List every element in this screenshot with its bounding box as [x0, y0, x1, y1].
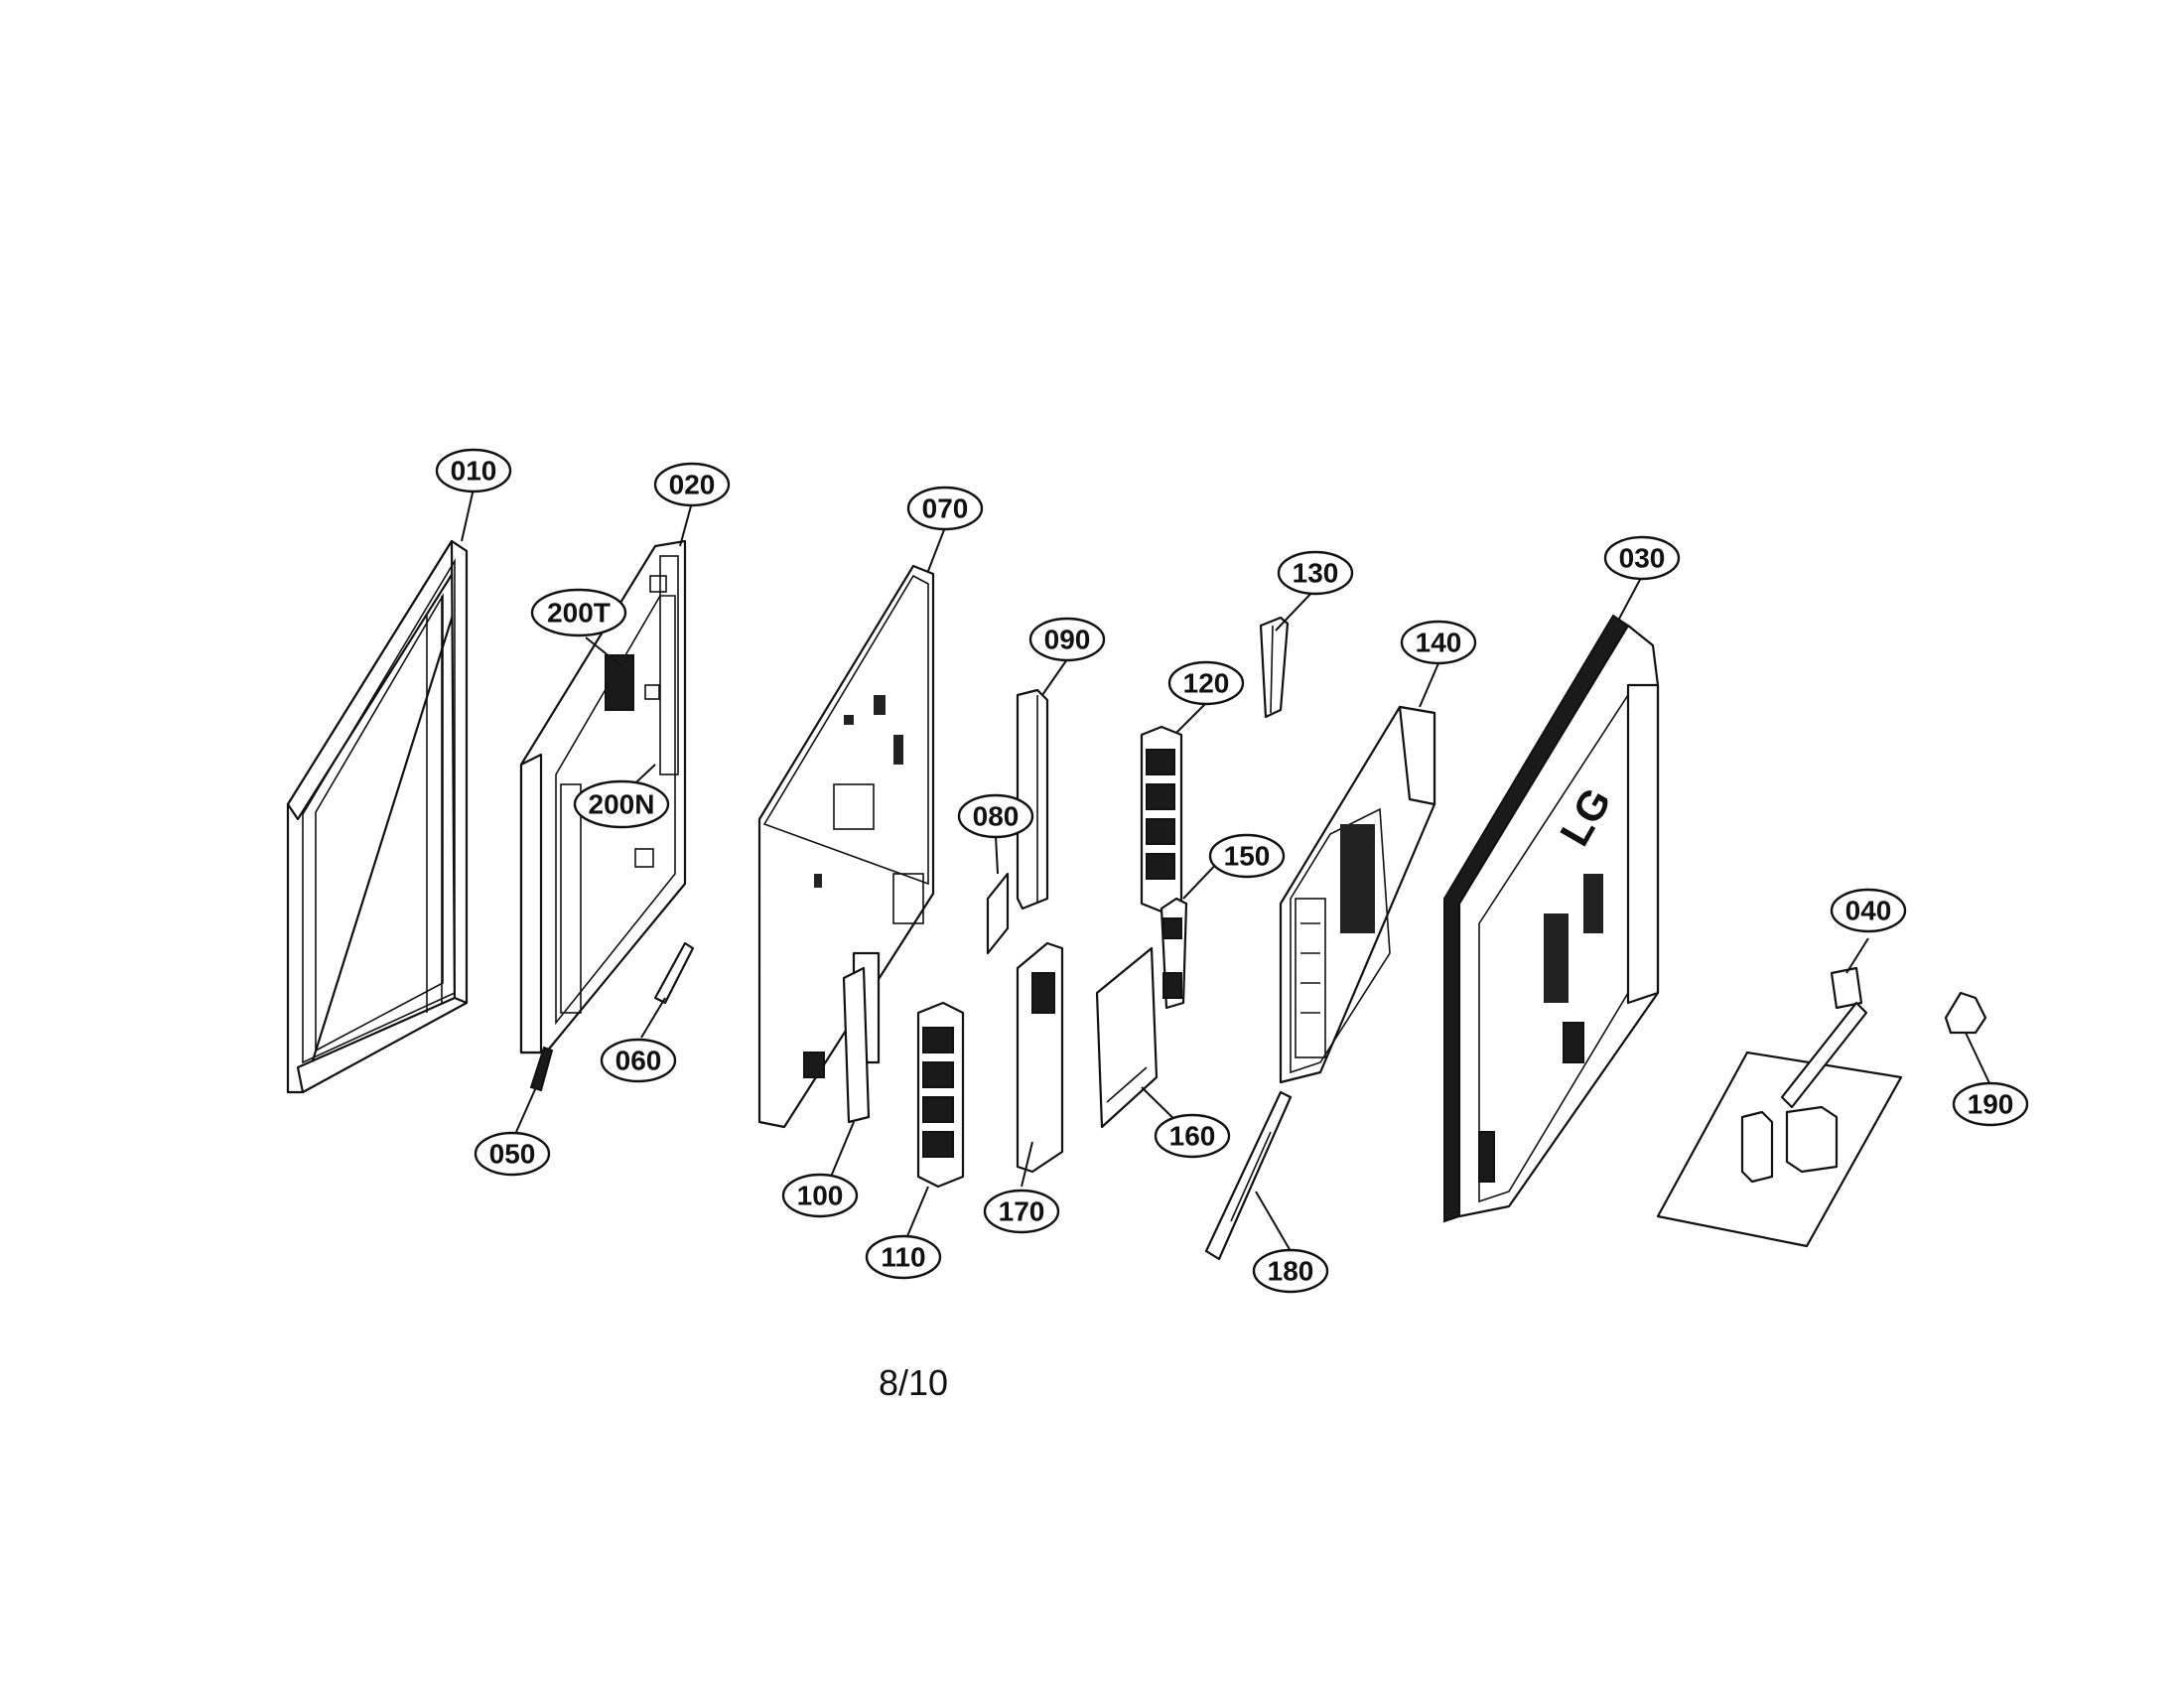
part-040-stand — [1656, 966, 1903, 1248]
part-060 — [653, 941, 695, 1005]
svg-text:050: 050 — [489, 1139, 536, 1170]
part-050 — [529, 1046, 554, 1092]
callout-150: 150 — [1208, 833, 1286, 879]
callout-100: 100 — [781, 1173, 859, 1218]
callout-060: 060 — [600, 1038, 677, 1083]
part-030-back-cover: LG — [1443, 614, 1660, 1223]
part-140-rear-cover — [1279, 705, 1436, 1084]
part-180 — [1204, 1090, 1293, 1261]
callout-200N: 200N — [573, 779, 670, 829]
part-150 — [1160, 897, 1188, 1010]
callout-140: 140 — [1400, 620, 1477, 665]
part-130 — [1259, 616, 1290, 719]
part-170 — [1016, 941, 1064, 1174]
svg-text:130: 130 — [1293, 558, 1339, 589]
svg-text:090: 090 — [1044, 625, 1091, 655]
svg-text:200T: 200T — [547, 598, 611, 629]
svg-text:040: 040 — [1845, 896, 1892, 926]
callout-030: 030 — [1603, 535, 1681, 581]
svg-text:200N: 200N — [589, 789, 655, 820]
svg-text:110: 110 — [881, 1242, 925, 1273]
callout-200T: 200T — [530, 588, 627, 637]
part-160 — [1095, 946, 1159, 1129]
callout-130: 130 — [1277, 550, 1354, 596]
callout-190: 190 — [1952, 1081, 2029, 1127]
callout-120: 120 — [1167, 660, 1245, 706]
callout-110: 110 — [865, 1234, 942, 1280]
part-080 — [986, 872, 1010, 955]
svg-text:170: 170 — [999, 1196, 1045, 1227]
page-number: 8/10 — [878, 1362, 949, 1403]
part-010-front-frame — [286, 539, 469, 1094]
svg-text:020: 020 — [669, 470, 716, 500]
callout-010: 010 — [435, 448, 512, 493]
callout-170: 170 — [983, 1189, 1060, 1234]
callout-080: 080 — [957, 793, 1034, 839]
svg-text:080: 080 — [973, 801, 1020, 832]
part-110 — [916, 1001, 965, 1189]
svg-text:120: 120 — [1183, 668, 1230, 699]
svg-text:010: 010 — [451, 456, 497, 487]
svg-text:060: 060 — [615, 1046, 662, 1076]
callout-180: 180 — [1252, 1248, 1329, 1294]
svg-text:150: 150 — [1224, 841, 1271, 872]
callout-090: 090 — [1028, 617, 1106, 662]
svg-text:180: 180 — [1268, 1256, 1314, 1287]
svg-text:140: 140 — [1416, 628, 1462, 658]
svg-text:030: 030 — [1619, 543, 1666, 574]
part-090 — [1016, 688, 1049, 911]
svg-text:190: 190 — [1968, 1089, 2014, 1120]
callout-070: 070 — [906, 486, 984, 531]
callout-160: 160 — [1154, 1113, 1231, 1159]
callout-020: 020 — [653, 462, 731, 507]
svg-text:070: 070 — [922, 493, 969, 524]
part-190 — [1944, 991, 1987, 1035]
part-120 — [1140, 725, 1183, 913]
callout-050: 050 — [474, 1131, 551, 1177]
callout-040: 040 — [1830, 888, 1907, 933]
svg-text:100: 100 — [797, 1181, 844, 1211]
part-100 — [842, 966, 871, 1124]
svg-text:160: 160 — [1169, 1121, 1216, 1152]
